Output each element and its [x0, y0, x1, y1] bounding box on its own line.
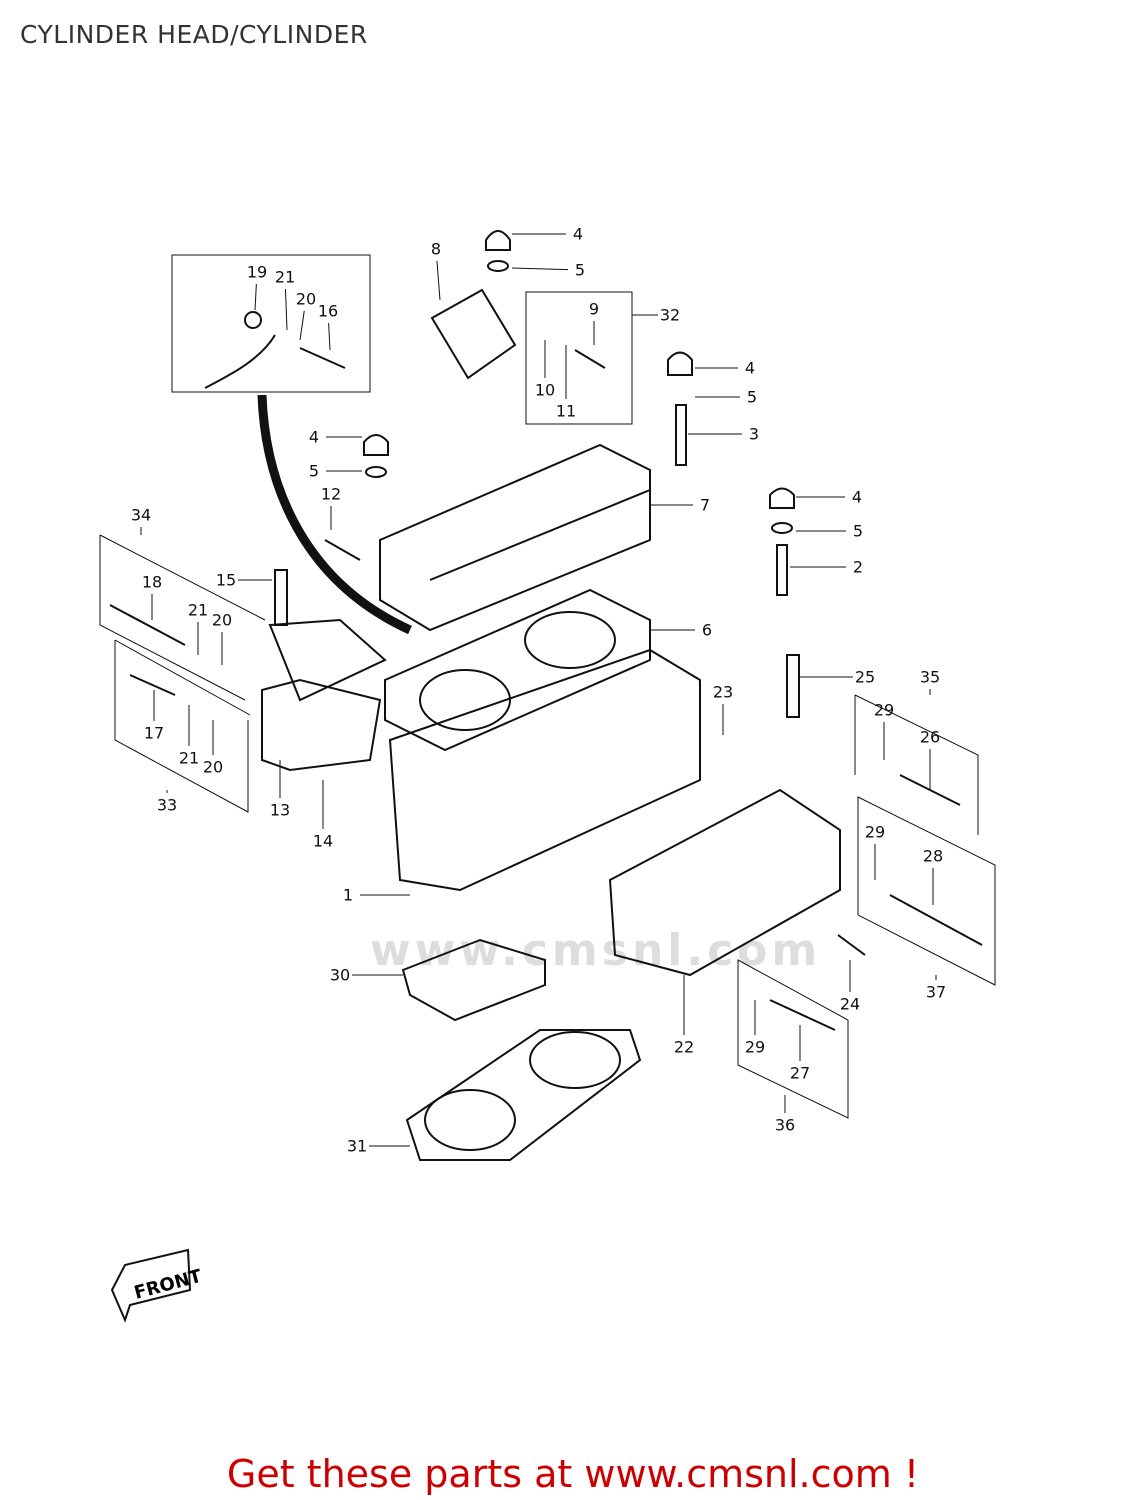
front-label: FRONT — [132, 1266, 205, 1304]
callout-8: 8 — [430, 239, 442, 259]
head-gasket-6 — [384, 588, 651, 752]
callout-4: 4 — [572, 224, 584, 244]
callout-5: 5 — [852, 521, 864, 541]
watermark: www.cmsnl.com — [370, 925, 822, 976]
callout-20: 20 — [295, 289, 317, 309]
group-box-34 — [99, 534, 266, 701]
base-gasket-30 — [401, 938, 546, 1022]
callout-7: 7 — [699, 495, 711, 515]
callout-21: 21 — [187, 600, 209, 620]
group-box-33 — [114, 639, 251, 813]
callout-30: 30 — [329, 965, 351, 985]
group-box-36 — [737, 959, 849, 1119]
callout-35: 35 — [919, 667, 941, 687]
callout-25: 25 — [854, 667, 876, 687]
callout-37: 37 — [925, 982, 947, 1002]
leader-line-16 — [328, 322, 331, 351]
stud-16 — [299, 347, 346, 369]
inset-box — [171, 254, 371, 393]
cylinder-head-7 — [379, 443, 651, 632]
callout-10: 10 — [534, 380, 556, 400]
bolts — [109, 539, 983, 1031]
callout-11: 11 — [555, 401, 577, 421]
callout-29: 29 — [873, 700, 895, 720]
callout-24: 24 — [839, 994, 861, 1014]
callout-14: 14 — [312, 831, 334, 851]
group-box-35 — [854, 694, 979, 835]
callout-20: 20 — [202, 757, 224, 777]
callout-4: 4 — [851, 487, 863, 507]
callout-19: 19 — [246, 262, 268, 282]
callout-21: 21 — [178, 748, 200, 768]
callout-29: 29 — [864, 822, 886, 842]
callout-34: 34 — [130, 505, 152, 525]
leader-line-5 — [511, 267, 569, 271]
callout-13: 13 — [269, 800, 291, 820]
callout-33: 33 — [156, 795, 178, 815]
callout-31: 31 — [346, 1136, 368, 1156]
callout-22: 22 — [673, 1037, 695, 1057]
callout-32: 32 — [659, 305, 681, 325]
bolt-9 — [574, 349, 606, 369]
wire-harness — [257, 394, 412, 635]
callout-1: 1 — [342, 885, 354, 905]
leader-line-21 — [284, 288, 288, 331]
callout-4: 4 — [744, 358, 756, 378]
cap-nuts — [274, 230, 800, 718]
callout-9: 9 — [588, 299, 600, 319]
callout-4: 4 — [308, 427, 320, 447]
page-title: CYLINDER HEAD/CYLINDER — [20, 20, 368, 49]
callout-18: 18 — [141, 572, 163, 592]
bracket-8 — [430, 288, 517, 380]
nut-19 — [244, 311, 262, 329]
callout-26: 26 — [919, 727, 941, 747]
gasket-31 — [405, 1029, 642, 1161]
leader-lines — [140, 233, 937, 1147]
leader-line-19 — [254, 283, 257, 311]
callout-6: 6 — [701, 620, 713, 640]
leader-line-20 — [299, 310, 305, 341]
callout-20: 20 — [211, 610, 233, 630]
callout-5: 5 — [746, 387, 758, 407]
callout-29: 29 — [744, 1037, 766, 1057]
callout-36: 36 — [774, 1115, 796, 1135]
callout-3: 3 — [748, 424, 760, 444]
callout-16: 16 — [317, 301, 339, 321]
manifold-13 — [261, 678, 382, 772]
callout-2: 2 — [852, 557, 864, 577]
front-arrow-icon — [110, 1248, 192, 1323]
callout-21: 21 — [274, 267, 296, 287]
promo-footer-link[interactable]: Get these parts at www.cmsnl.com ! — [226, 1452, 920, 1496]
callout-5: 5 — [308, 461, 320, 481]
wire — [204, 334, 276, 389]
cylinder-1 — [388, 648, 701, 892]
exhaust-manifold-22 — [608, 788, 841, 977]
callout-12: 12 — [320, 484, 342, 504]
callout-27: 27 — [789, 1063, 811, 1083]
group-box-37 — [857, 796, 996, 986]
leader-line-8 — [436, 260, 441, 301]
callout-23: 23 — [712, 682, 734, 702]
callout-5: 5 — [574, 260, 586, 280]
callout-17: 17 — [143, 723, 165, 743]
group-box-32 — [525, 291, 633, 425]
callout-28: 28 — [922, 846, 944, 866]
callout-15: 15 — [215, 570, 237, 590]
